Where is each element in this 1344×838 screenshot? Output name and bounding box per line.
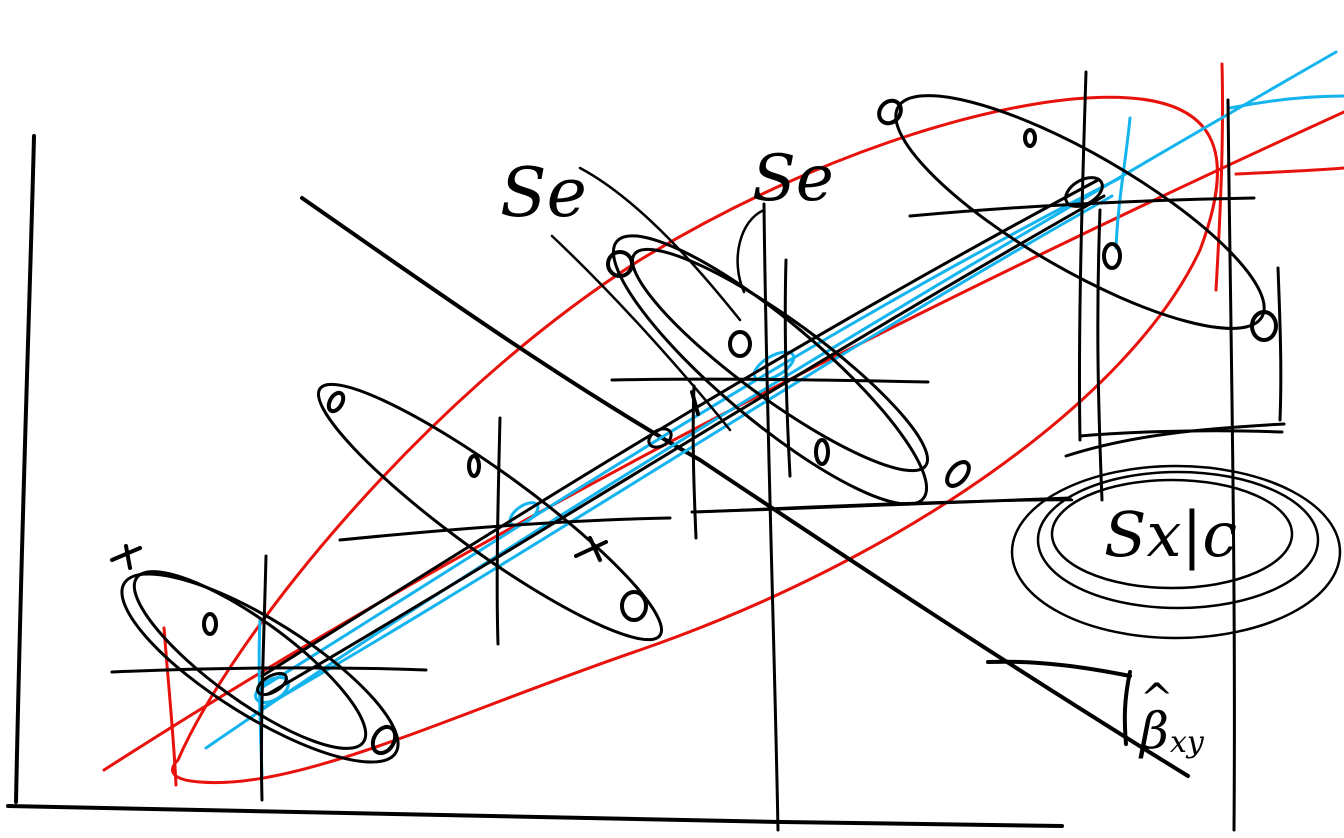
slice-x5b — [1098, 210, 1102, 500]
slice-x5a — [1079, 72, 1086, 440]
slice-x6b — [1278, 268, 1281, 420]
axes — [8, 136, 1062, 826]
label-sxk: Sx|c — [1104, 498, 1237, 571]
point-7 — [943, 458, 973, 490]
point-3 — [622, 592, 646, 620]
se-right-brace — [738, 210, 764, 292]
point-10 — [1104, 244, 1120, 268]
black-descending-line — [302, 198, 1188, 776]
label-se-left: Se — [500, 154, 587, 233]
angle-arc — [1125, 672, 1130, 744]
cond-ellipse-2 — [297, 356, 684, 668]
se-left-pointer — [580, 168, 740, 320]
point-9 — [1025, 130, 1035, 146]
blue-tick-right — [1116, 118, 1130, 248]
label-beta-sub: xy — [1170, 725, 1205, 760]
tube-lower — [268, 196, 1104, 694]
point-2 — [469, 456, 479, 476]
y-axis — [16, 136, 34, 802]
point-1 — [326, 390, 346, 413]
slice-x2 — [497, 418, 500, 644]
point-11 — [1252, 312, 1276, 340]
slice-x4a — [764, 204, 778, 830]
conditional-ellipses — [99, 57, 1291, 794]
point-5 — [730, 332, 750, 356]
point-x-2 — [112, 546, 140, 568]
x-axis — [8, 806, 1062, 826]
point-x-1 — [576, 538, 606, 560]
tick-h2 — [340, 518, 670, 540]
point-13 — [204, 614, 216, 634]
point-8 — [875, 96, 906, 127]
red-tick-left — [164, 628, 176, 785]
slice-x6 — [1228, 100, 1234, 830]
descending-line — [302, 198, 1188, 776]
tick-h3 — [612, 379, 928, 382]
point-6 — [816, 440, 828, 464]
label-beta: β — [1138, 702, 1169, 760]
red-right-branch — [1236, 168, 1344, 174]
text-labels: Se Se Sx|c ^ β xy — [500, 142, 1237, 760]
label-se-right: Se — [752, 142, 834, 216]
